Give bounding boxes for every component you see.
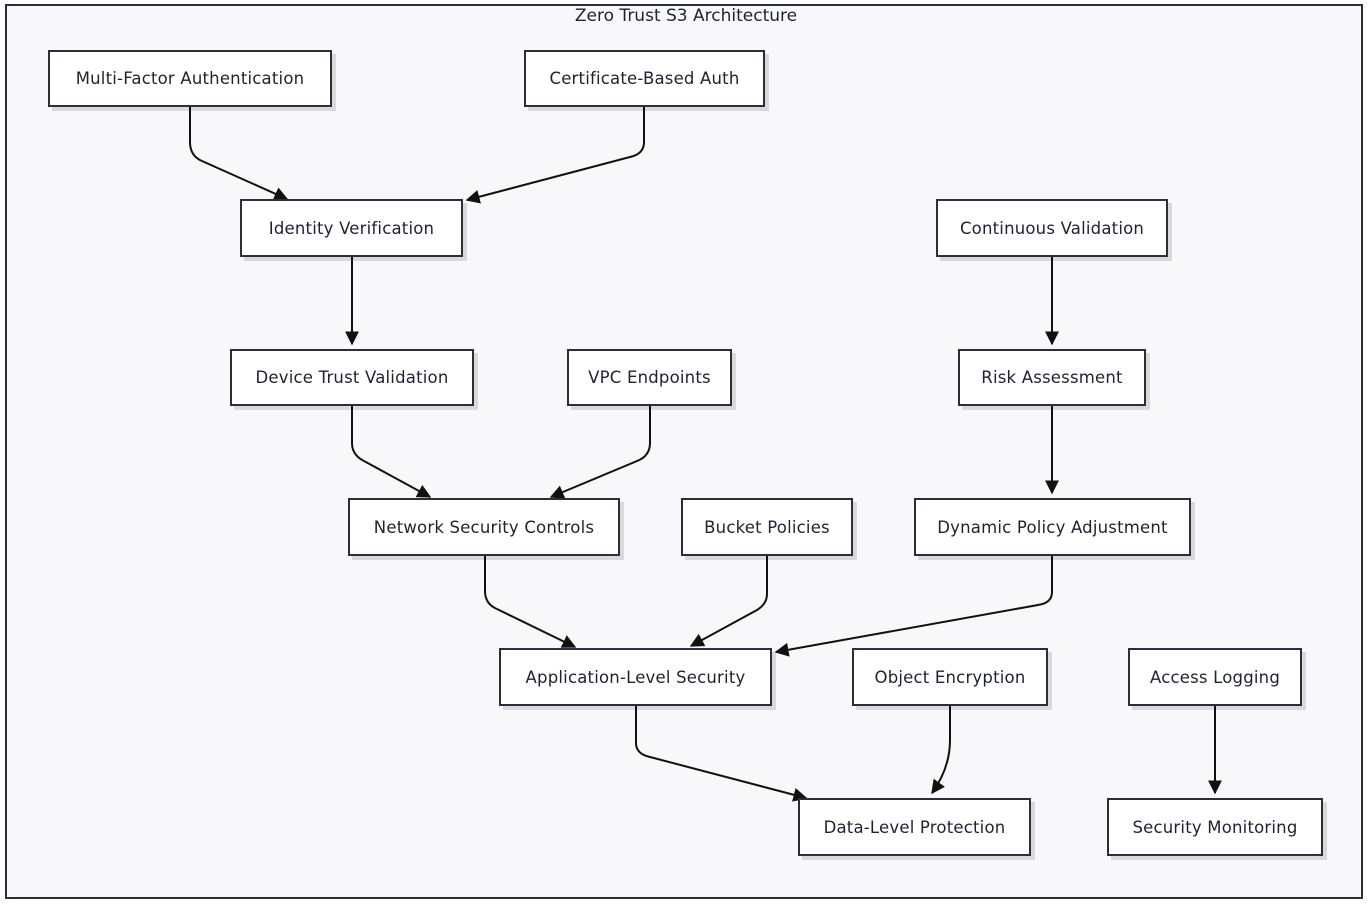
node-access-logging: Access Logging [1128,648,1302,706]
edge-cert-identity [465,106,645,204]
edge-network-app [484,556,577,648]
node-network-security: Network Security Controls [348,498,620,556]
edge-bucket-app [689,556,768,647]
node-identity-verification: Identity Verification [240,199,463,257]
edge-device-network [351,406,432,498]
edge-mfa-identity [189,106,289,201]
node-device-trust: Device Trust Validation [230,349,474,406]
node-bucket-policies: Bucket Policies [681,498,853,556]
node-risk-assessment: Risk Assessment [958,349,1146,406]
node-continuous-validation: Continuous Validation [936,199,1168,257]
diagram-frame [5,4,1363,899]
node-vpc-endpoints: VPC Endpoints [567,349,732,406]
node-data-protection: Data-Level Protection [798,798,1031,856]
edge-encryption-data [931,706,951,795]
diagram-title: Zero Trust S3 Architecture [574,6,798,26]
node-object-encryption: Object Encryption [852,648,1048,706]
node-mfa: Multi-Factor Authentication [48,50,332,107]
edge-app-data [635,706,808,802]
node-dynamic-policy: Dynamic Policy Adjustment [914,498,1191,556]
node-cert-auth: Certificate-Based Auth [524,50,765,107]
edge-vpc-network [549,406,651,499]
node-security-monitoring: Security Monitoring [1107,798,1323,856]
edge-dynamic-app [774,556,1053,657]
node-application-security: Application-Level Security [499,648,772,706]
